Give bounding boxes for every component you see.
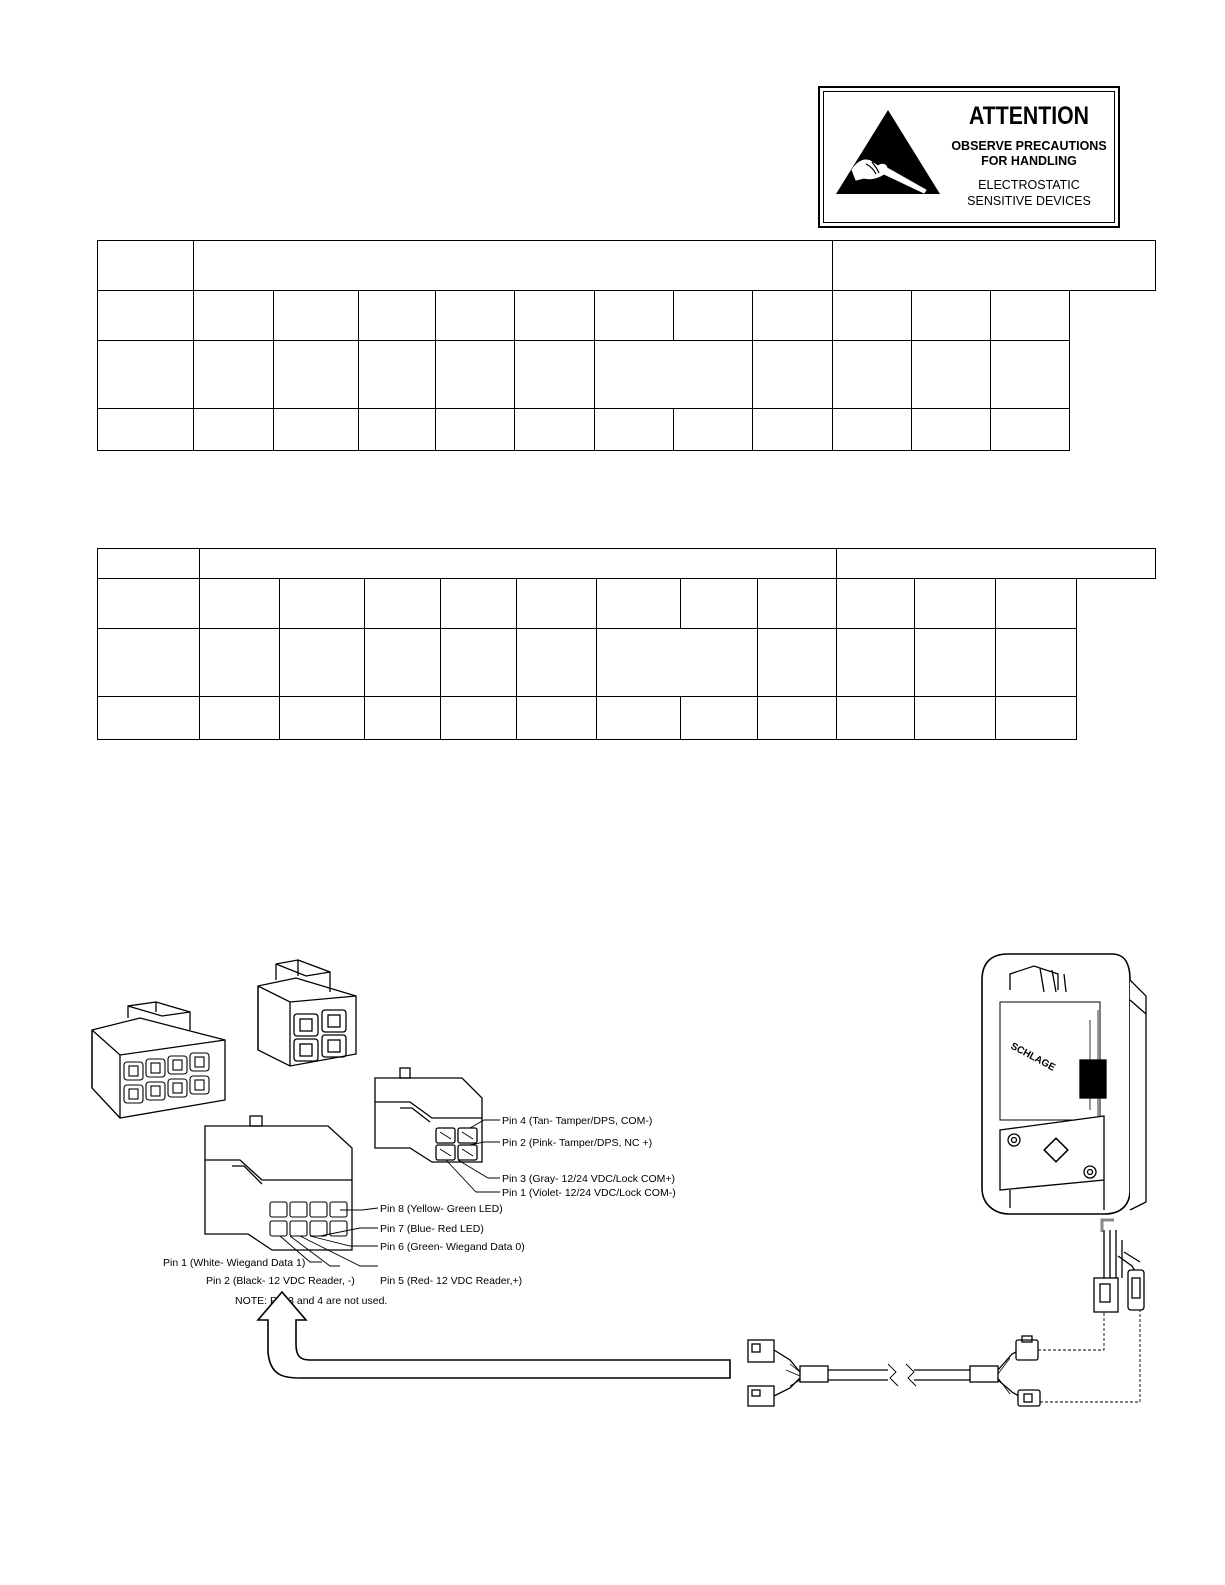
esd-line-1: OBSERVE PRECAUTIONS <box>951 139 1107 153</box>
pin2-8pin-label: Pin 2 (Black- 12 VDC Reader, -) <box>206 1275 355 1287</box>
pin1-8pin-label: Pin 1 (White- Wiegand Data 1) <box>163 1257 305 1269</box>
esd-line-3: ELECTROSTATIC <box>978 178 1080 192</box>
esd-line-4: SENSITIVE DEVICES <box>967 194 1091 208</box>
table-row <box>97 628 1156 697</box>
esd-title: ATTENTION <box>968 102 1090 130</box>
table-row <box>97 340 1156 409</box>
table-row <box>97 548 1156 579</box>
pin8-8pin-label: Pin 8 (Yellow- Green LED) <box>380 1203 503 1215</box>
pigtail-connectors-icon <box>1093 1218 1145 1313</box>
pin-note: NOTE: Pin 3 and 4 are not used. <box>235 1295 387 1307</box>
esd-warning-label: ATTENTION OBSERVE PRECAUTIONS FOR HANDLI… <box>818 86 1120 228</box>
table-row <box>97 578 1156 629</box>
table-row <box>97 240 1156 291</box>
pinout-table-2 <box>97 548 1156 740</box>
esd-label-inner-border <box>823 91 1115 223</box>
esd-hand-icon <box>836 110 940 194</box>
leader-lines-4pin <box>445 1119 500 1193</box>
dashed-connection-lines <box>1038 1310 1141 1403</box>
connector-8pin-iso-icon <box>91 1001 226 1119</box>
pin4-4pin-label: Pin 4 (Tan- Tamper/DPS, COM-) <box>502 1115 652 1127</box>
leader-lines-8pin <box>279 1207 379 1267</box>
pin3-4pin-label: Pin 3 (Gray- 12/24 VDC/Lock COM+) <box>502 1173 675 1185</box>
connector-8pin-front-icon <box>204 1115 353 1251</box>
pinout-table-1 <box>97 240 1156 451</box>
table-row <box>97 408 1156 451</box>
pin1-4pin-label: Pin 1 (Violet- 12/24 VDC/Lock COM-) <box>502 1187 676 1199</box>
table-row <box>97 696 1156 740</box>
pin7-8pin-label: Pin 7 (Blue- Red LED) <box>380 1223 484 1235</box>
connector-4pin-iso-icon <box>257 959 357 1067</box>
pin2-4pin-label: Pin 2 (Pink- Tamper/DPS, NC +) <box>502 1137 652 1149</box>
connector-4pin-front-icon <box>374 1067 483 1163</box>
wiring-diagram: Pin 4 (Tan- Tamper/DPS, COM-) Pin 2 (Pin… <box>91 953 1147 1407</box>
curved-arrow-icon <box>256 1290 731 1379</box>
esd-line-2: FOR HANDLING <box>981 154 1077 168</box>
pin5-8pin-label: Pin 5 (Red- 12 VDC Reader,+) <box>380 1275 522 1287</box>
cable-harness-icon <box>747 1335 1041 1407</box>
pin6-8pin-label: Pin 6 (Green- Wiegand Data 0) <box>380 1241 525 1253</box>
lock-device-icon: SCHLAGE <box>981 953 1147 1215</box>
table-row <box>97 290 1156 341</box>
